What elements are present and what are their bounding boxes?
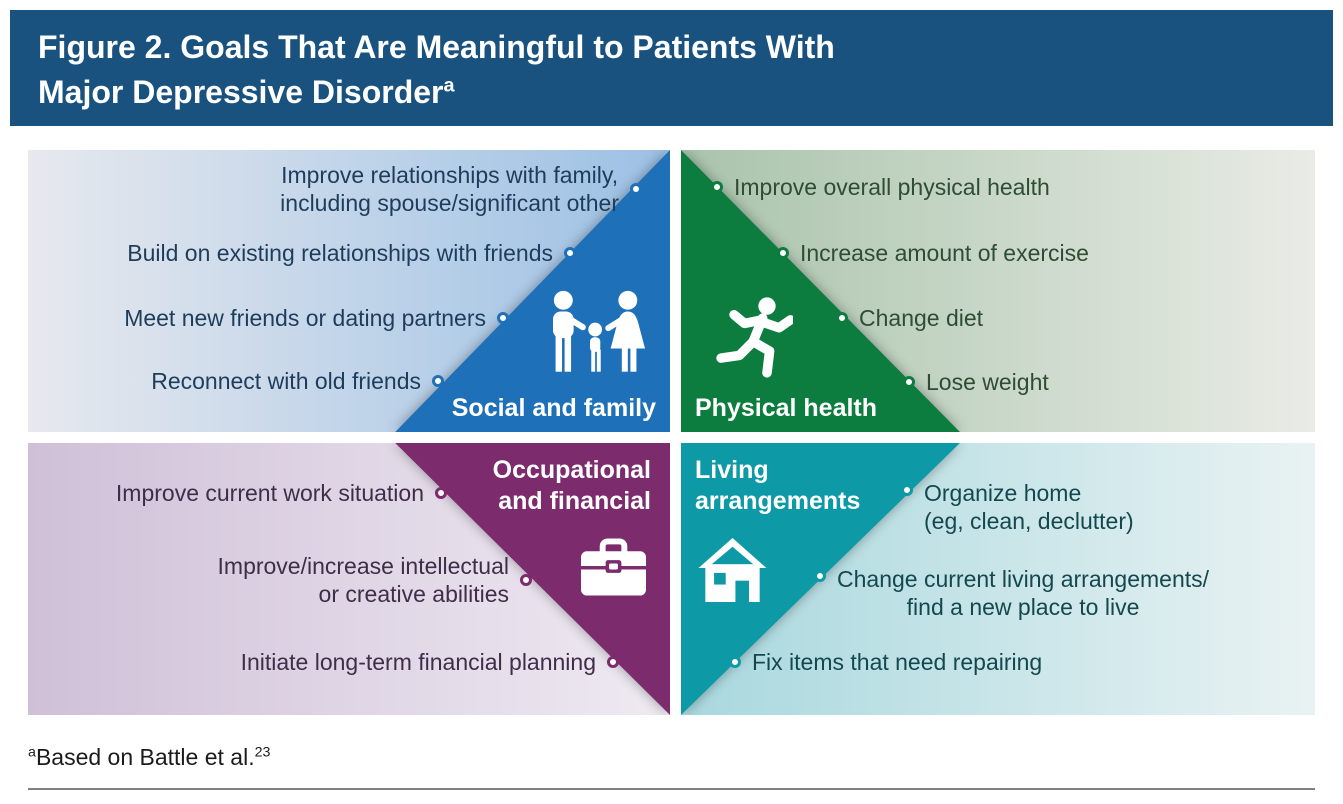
living-label: Living arrangements [695, 456, 861, 515]
goal-item: Change current living arrangements/ find… [814, 565, 1209, 621]
figure-title-line2: Major Depressive Disordera [38, 70, 1333, 115]
figure-header: Figure 2. Goals That Are Meaningful to P… [10, 10, 1333, 126]
goal-item: Initiate long-term financial planning [241, 648, 619, 676]
goal-text: Fix items that need repairing [752, 649, 1043, 675]
goal-text: Reconnect with old friends [151, 368, 421, 394]
goal-text: Change diet [859, 305, 984, 331]
bullet-icon [903, 376, 915, 388]
goal-item: Improve/increase intellectual or creativ… [218, 552, 532, 608]
goal-text: Improve current work situation [115, 480, 424, 506]
bullet-icon [564, 247, 576, 259]
footnote-superscript: a [28, 744, 36, 761]
bullet-icon [836, 312, 848, 324]
figure-title-line1: Figure 2. Goals That Are Meaningful to P… [38, 29, 835, 65]
goal-item: Meet new friends or dating partners [124, 304, 509, 332]
bullet-icon [814, 570, 826, 582]
bullet-icon [432, 375, 444, 387]
quadrant-physical-health: Physical health Improve overall physical… [681, 150, 1315, 432]
goal-text: Improve relationships with family, inclu… [280, 162, 619, 216]
title-superscript: a [443, 74, 455, 97]
bullet-icon [729, 656, 741, 668]
runner-icon [716, 297, 793, 378]
occupational-label: Occupational and financial [492, 456, 651, 515]
goal-item: Change diet [836, 304, 983, 332]
footnote-reference: 23 [254, 744, 271, 761]
goal-item: Reconnect with old friends [151, 367, 444, 395]
goal-text: Increase amount of exercise [800, 240, 1089, 266]
footnote-text: Based on Battle et al. [35, 744, 255, 770]
goal-item: Improve current work situation [116, 479, 447, 507]
goal-item: Fix items that need repairing [729, 648, 1042, 676]
social-label: Social and family [451, 394, 656, 422]
goal-text: Meet new friends or dating partners [124, 305, 486, 331]
quadrant-living-arrangements: Living arrangements Organize home (eg, c… [681, 443, 1315, 715]
goal-item: Lose weight [903, 368, 1049, 396]
bullet-icon [607, 656, 619, 668]
bullet-icon [497, 312, 509, 324]
physical-label: Physical health [695, 394, 878, 422]
goal-item: Improve overall physical health [711, 173, 1050, 201]
goal-text: Lose weight [926, 369, 1049, 395]
goal-item: Increase amount of exercise [777, 239, 1089, 267]
goal-text: Initiate long-term financial planning [240, 649, 596, 675]
bullet-icon [435, 487, 447, 499]
goal-item: Organize home (eg, clean, declutter) [901, 479, 1134, 535]
goal-text: Improve/increase intellectual or creativ… [217, 553, 509, 607]
goal-text: Build on existing relationships with fri… [127, 240, 553, 266]
family-icon [553, 290, 646, 372]
bullet-icon [901, 484, 913, 496]
house-icon [698, 538, 767, 602]
figure-title-line2-text: Major Depressive Disorder [38, 74, 444, 110]
quadrant-social-and-family: Social and family Improve relationships … [28, 150, 670, 432]
goal-text: Change current living arrangements/ find… [837, 566, 1210, 620]
goal-text: Improve overall physical health [734, 174, 1050, 200]
bullet-icon [630, 183, 642, 195]
briefcase-icon [581, 538, 646, 596]
bullet-icon [711, 181, 723, 193]
footnote: aBased on Battle et al.23 [28, 744, 270, 771]
goal-item: Build on existing relationships with fri… [127, 239, 576, 267]
quadrant-occupational-and-financial: Occupational and financial Improve curre… [28, 443, 670, 715]
bullet-icon [520, 574, 532, 586]
bullet-icon [777, 247, 789, 259]
goal-item: Improve relationships with family, inclu… [280, 161, 642, 217]
goal-text: Organize home (eg, clean, declutter) [924, 480, 1134, 534]
bottom-divider [28, 788, 1315, 790]
